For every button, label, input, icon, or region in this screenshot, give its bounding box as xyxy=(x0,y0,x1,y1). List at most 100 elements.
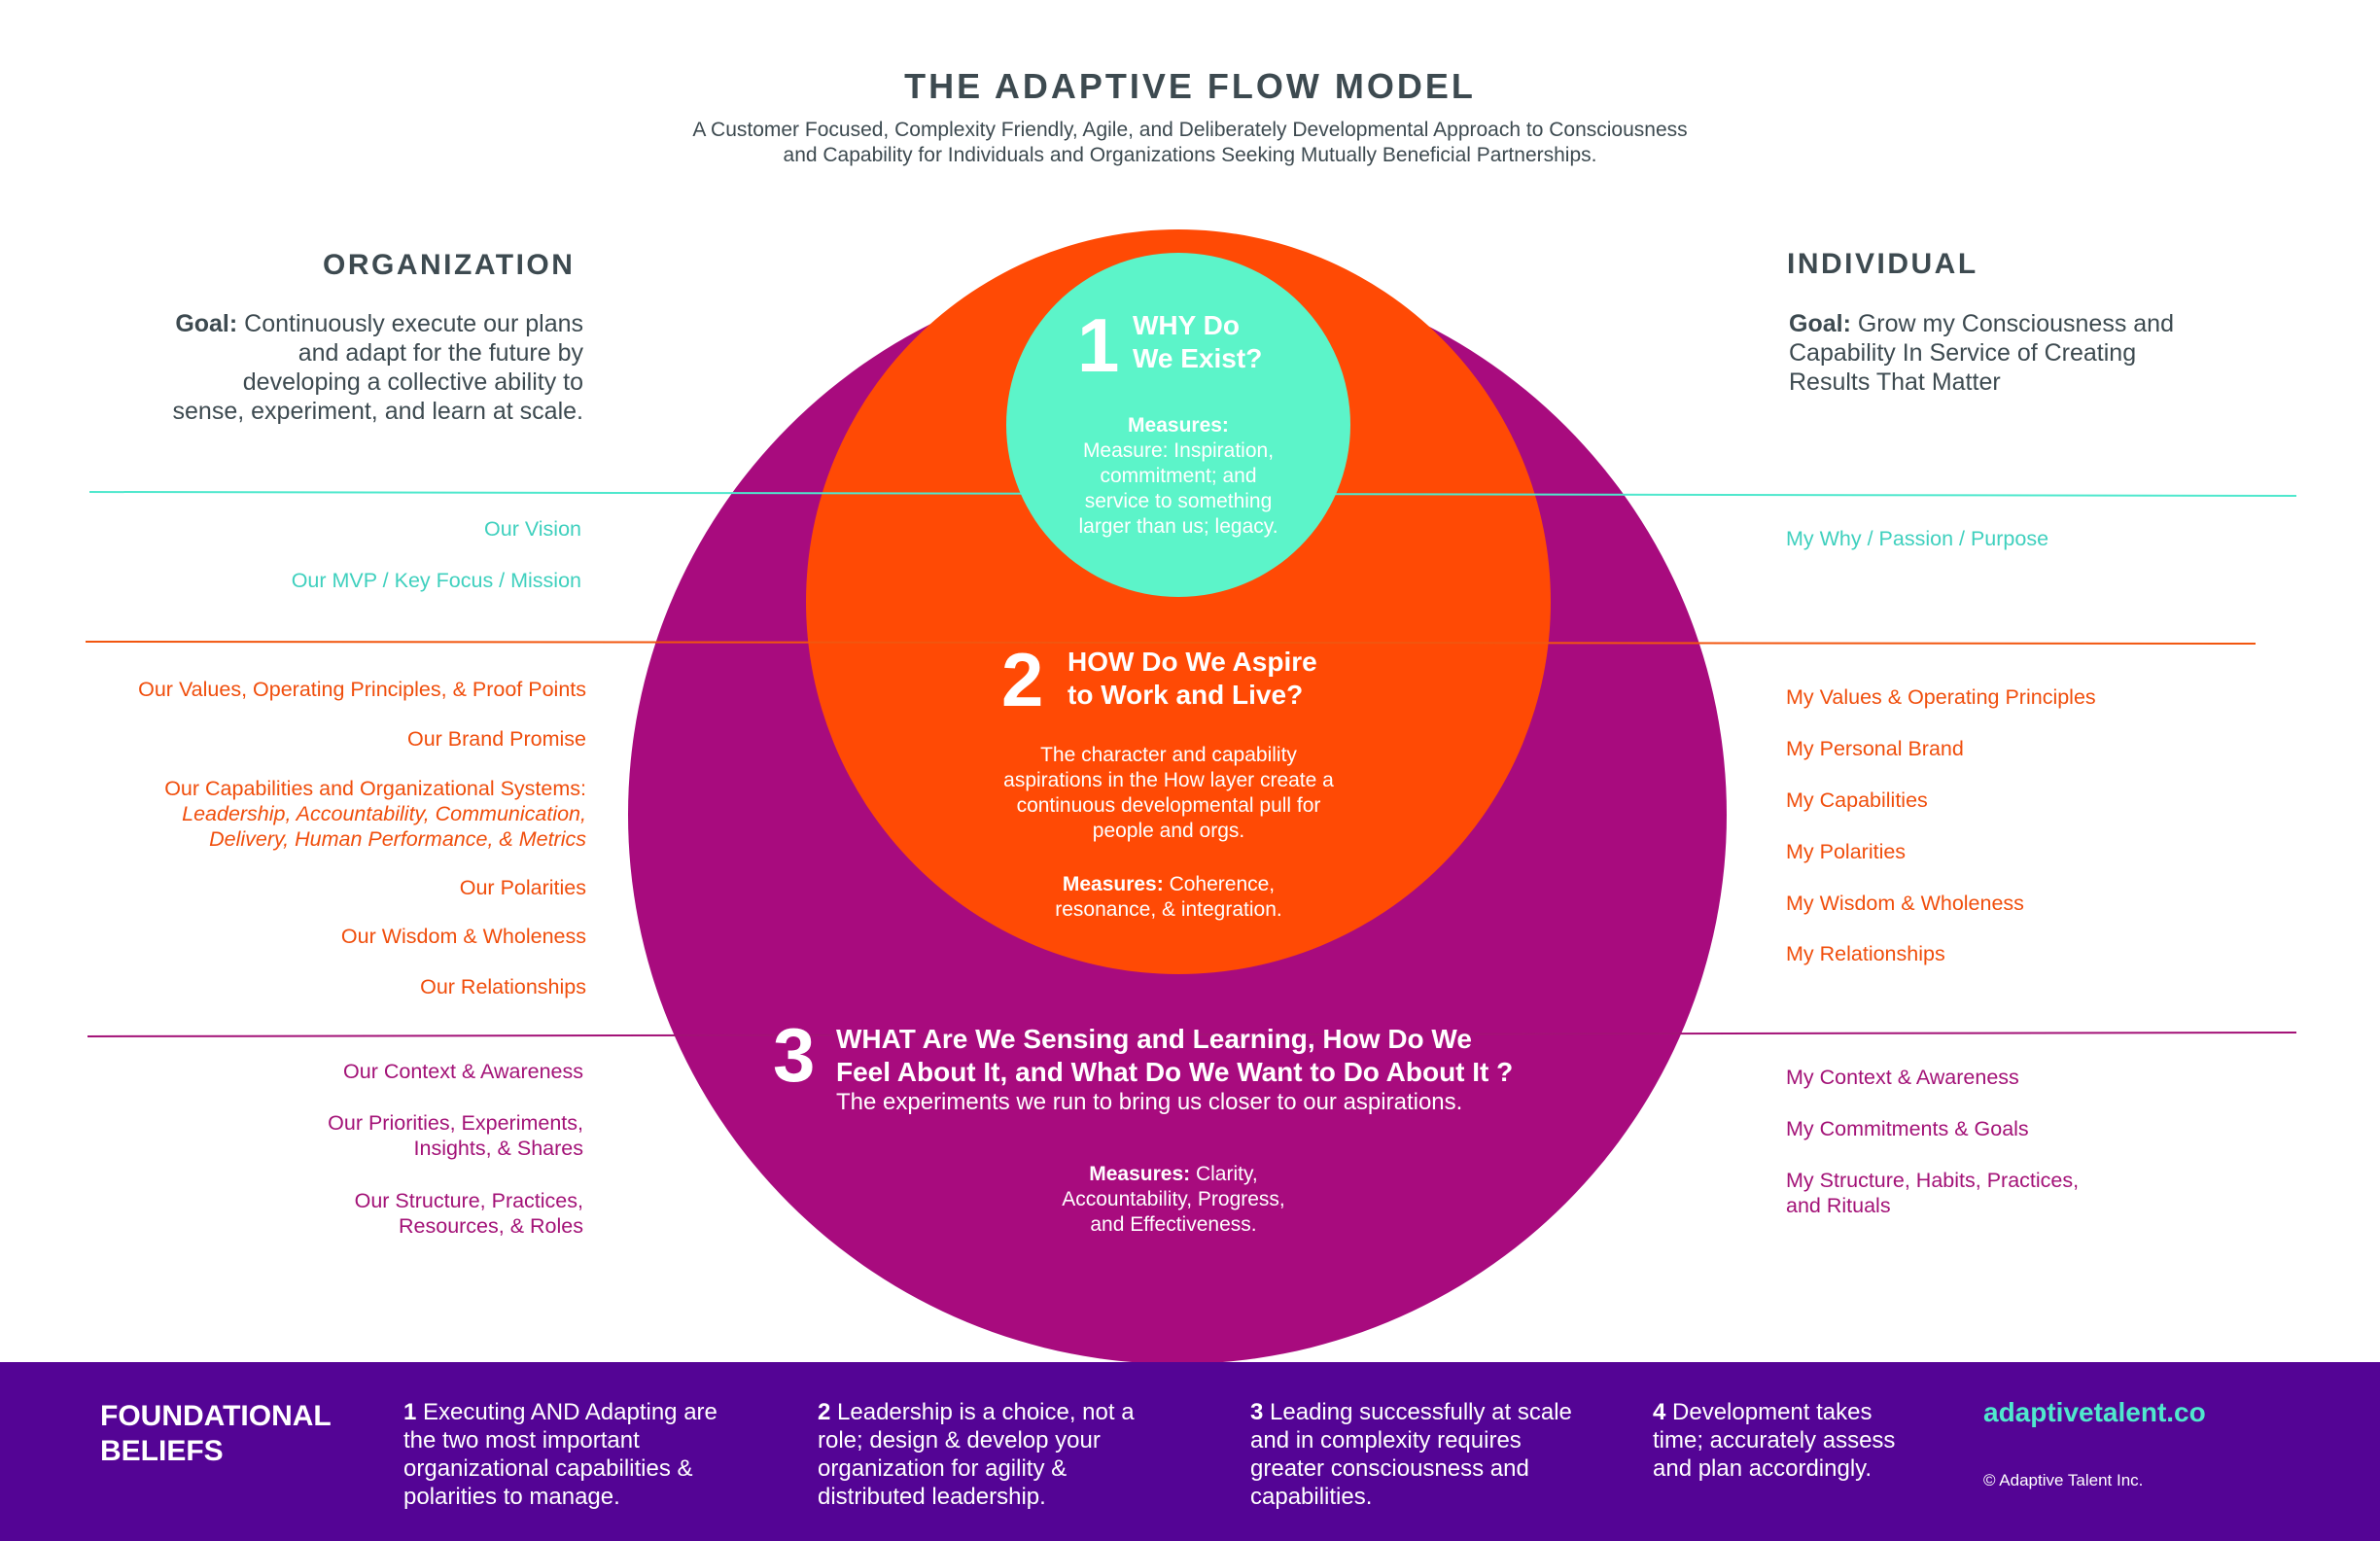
belief-line: distributed leadership. xyxy=(818,1484,1046,1510)
organization-heading: ORGANIZATION xyxy=(323,249,576,281)
circle3-measures-label: Measures: xyxy=(1089,1163,1191,1185)
ind-how-item: My Polarities xyxy=(1786,840,1907,863)
belief-line: Leadership is a choice, not a xyxy=(830,1399,1135,1425)
org-how-item: Our Wisdom & Wholeness xyxy=(340,925,586,948)
circle2-title: HOW Do We Aspire to Work and Live? xyxy=(1068,646,1317,712)
organization-goal-line: sense, experiment, and learn at scale. xyxy=(172,398,583,425)
belief-line: polarities to manage. xyxy=(403,1484,620,1510)
belief-2: 2 Leadership is a choice, not a role; de… xyxy=(818,1398,1135,1511)
belief-line: and in complexity requires xyxy=(1250,1427,1522,1453)
circle3-measures-line: Accountability, Progress, xyxy=(1062,1188,1285,1210)
belief-line: Leading successfully at scale xyxy=(1263,1399,1572,1425)
org-how-item: Our Values, Operating Principles, & Proo… xyxy=(138,678,586,701)
belief-line: role; design & develop your xyxy=(818,1427,1101,1453)
belief-line: Executing AND Adapting are xyxy=(416,1399,718,1425)
circle1-title-line: We Exist? xyxy=(1133,343,1263,373)
circle3-title-line: Feel About It, and What Do We Want to Do… xyxy=(836,1057,1514,1087)
circle2-measures: Measures: Coherence, resonance, & integr… xyxy=(935,872,1402,923)
org-how-italic-line: Delivery, Human Performance, & Metrics xyxy=(209,827,586,851)
org-why-item: Our Vision xyxy=(484,517,581,541)
ind-how-item: My Capabilities xyxy=(1786,788,1928,812)
ind-how-item: My Values & Operating Principles xyxy=(1786,685,2096,709)
footer-band xyxy=(0,1362,2380,1541)
individual-goal-label: Goal: xyxy=(1789,310,1851,337)
belief-number: 2 xyxy=(818,1399,831,1425)
ind-what-item: My Context & Awareness xyxy=(1786,1066,2019,1089)
org-how-item: Our Polarities xyxy=(459,876,586,899)
circle3-title-bold: WHAT xyxy=(836,1024,916,1054)
individual-goal-line: Capability In Service of Creating xyxy=(1789,339,2137,367)
circle3-subline: The experiments we run to bring us close… xyxy=(836,1089,1463,1115)
circle2-body-line: The character and capability xyxy=(1040,744,1297,766)
individual-goal-line: Results That Matter xyxy=(1789,368,2001,396)
circle-why xyxy=(1006,253,1350,597)
circle1-measures-line: commitment; and xyxy=(1100,465,1257,487)
organization-goal-line: and adapt for the future by xyxy=(298,339,583,367)
footer-heading-line: FOUNDATIONAL xyxy=(100,1400,332,1432)
circle3-number: 3 xyxy=(773,1012,816,1098)
belief-line: Development takes xyxy=(1665,1399,1872,1425)
circle2-body-line: aspirations in the How layer create a xyxy=(1003,769,1334,791)
belief-line: greater consciousness and xyxy=(1250,1455,1529,1482)
individual-goal: Goal: Grow my Consciousness and Capabili… xyxy=(1789,309,2294,397)
circle1-measures-line: larger than us; legacy. xyxy=(1078,515,1278,538)
belief-line: and plan accordingly. xyxy=(1653,1455,1872,1482)
footer-heading: FOUNDATIONAL BELIEFS xyxy=(100,1399,332,1469)
circle1-measures-line: Measure: Inspiration, xyxy=(1082,439,1275,462)
belief-line: time; accurately assess xyxy=(1653,1427,1896,1453)
org-why-item: Our MVP / Key Focus / Mission xyxy=(291,569,581,592)
individual-goal-line: Grow my Consciousness and xyxy=(1857,310,2174,337)
copyright: © Adaptive Talent Inc. xyxy=(1983,1471,2144,1489)
circle2-body-line: continuous developmental pull for xyxy=(1016,794,1321,817)
circle1-title-line: WHY Do xyxy=(1133,310,1240,340)
individual-heading: INDIVIDUAL xyxy=(1787,248,1978,280)
circle3-title-rest: Are We Sensing and Learning, How Do We xyxy=(915,1024,1472,1054)
circle2-body: The character and capability aspirations… xyxy=(935,743,1402,844)
organization-goal: Goal: Continuously execute our plans and… xyxy=(78,309,583,426)
circle1-measures-label: Measures: xyxy=(1128,414,1229,437)
circle2-number: 2 xyxy=(1001,637,1044,722)
circle2-title-bold: HOW xyxy=(1068,647,1135,677)
belief-line: the two most important xyxy=(403,1427,640,1453)
organization-goal-line: developing a collective ability to xyxy=(242,368,583,396)
belief-line: capabilities. xyxy=(1250,1484,1373,1510)
ind-why-item: My Why / Passion / Purpose xyxy=(1786,527,2049,550)
subtitle-line-2: and Capability for Individuals and Organ… xyxy=(783,144,1597,166)
circle1-title: WHY Do We Exist? xyxy=(1133,309,1262,375)
org-how-italic-line: Leadership, Accountability, Communicatio… xyxy=(182,802,586,825)
belief-number: 3 xyxy=(1250,1399,1264,1425)
organization-goal-line: Continuously execute our plans xyxy=(244,310,583,337)
circle2-title-line: to Work and Live? xyxy=(1068,680,1304,710)
divider-how xyxy=(85,641,2257,645)
circle-how xyxy=(806,229,1551,974)
org-what-item: Insights, & Shares xyxy=(413,1137,583,1160)
divider-what xyxy=(87,1032,2297,1037)
page-title: THE ADAPTIVE FLOW MODEL xyxy=(904,66,1476,106)
ind-how-item: My Relationships xyxy=(1786,942,1945,965)
belief-number: 4 xyxy=(1653,1399,1666,1425)
belief-number: 1 xyxy=(403,1399,417,1425)
website-link[interactable]: adaptivetalent.co xyxy=(1983,1397,2206,1427)
ind-how-item: My Personal Brand xyxy=(1786,737,1964,760)
belief-3: 3 Leading successfully at scale and in c… xyxy=(1250,1398,1572,1511)
page-subtitle: A Customer Focused, Complexity Friendly,… xyxy=(558,118,1822,168)
ind-what-item: My Structure, Habits, Practices, xyxy=(1786,1169,2080,1192)
circle2-body-line: people and orgs. xyxy=(1092,820,1245,842)
belief-4: 4 Development takes time; accurately ass… xyxy=(1653,1398,1895,1483)
circle2-measures-label: Measures: xyxy=(1062,873,1164,895)
org-how-item: Our Relationships xyxy=(420,975,586,998)
circle2-measures-line: Coherence, xyxy=(1163,873,1276,895)
circle1-measures: Measures: Measure: Inspiration, commitme… xyxy=(1032,413,1324,540)
ind-what-item: My Commitments & Goals xyxy=(1786,1117,2029,1140)
circle1-number: 1 xyxy=(1077,302,1120,388)
circle2-measures-line: resonance, & integration. xyxy=(1055,898,1282,921)
circle3-measures: Measures: Clarity, Accountability, Progr… xyxy=(945,1162,1402,1238)
belief-line: organization for agility & xyxy=(818,1455,1068,1482)
subtitle-line-1: A Customer Focused, Complexity Friendly,… xyxy=(692,119,1688,141)
org-what-item: Our Structure, Practices, xyxy=(354,1189,583,1212)
ind-how-item: My Wisdom & Wholeness xyxy=(1786,892,2024,915)
org-how-item: Our Capabilities and Organizational Syst… xyxy=(164,777,586,800)
ind-what-item: and Rituals xyxy=(1786,1194,1891,1217)
circle3-measures-line: and Effectiveness. xyxy=(1090,1213,1257,1236)
circle3-title: WHAT Are We Sensing and Learning, How Do… xyxy=(836,1023,1513,1089)
